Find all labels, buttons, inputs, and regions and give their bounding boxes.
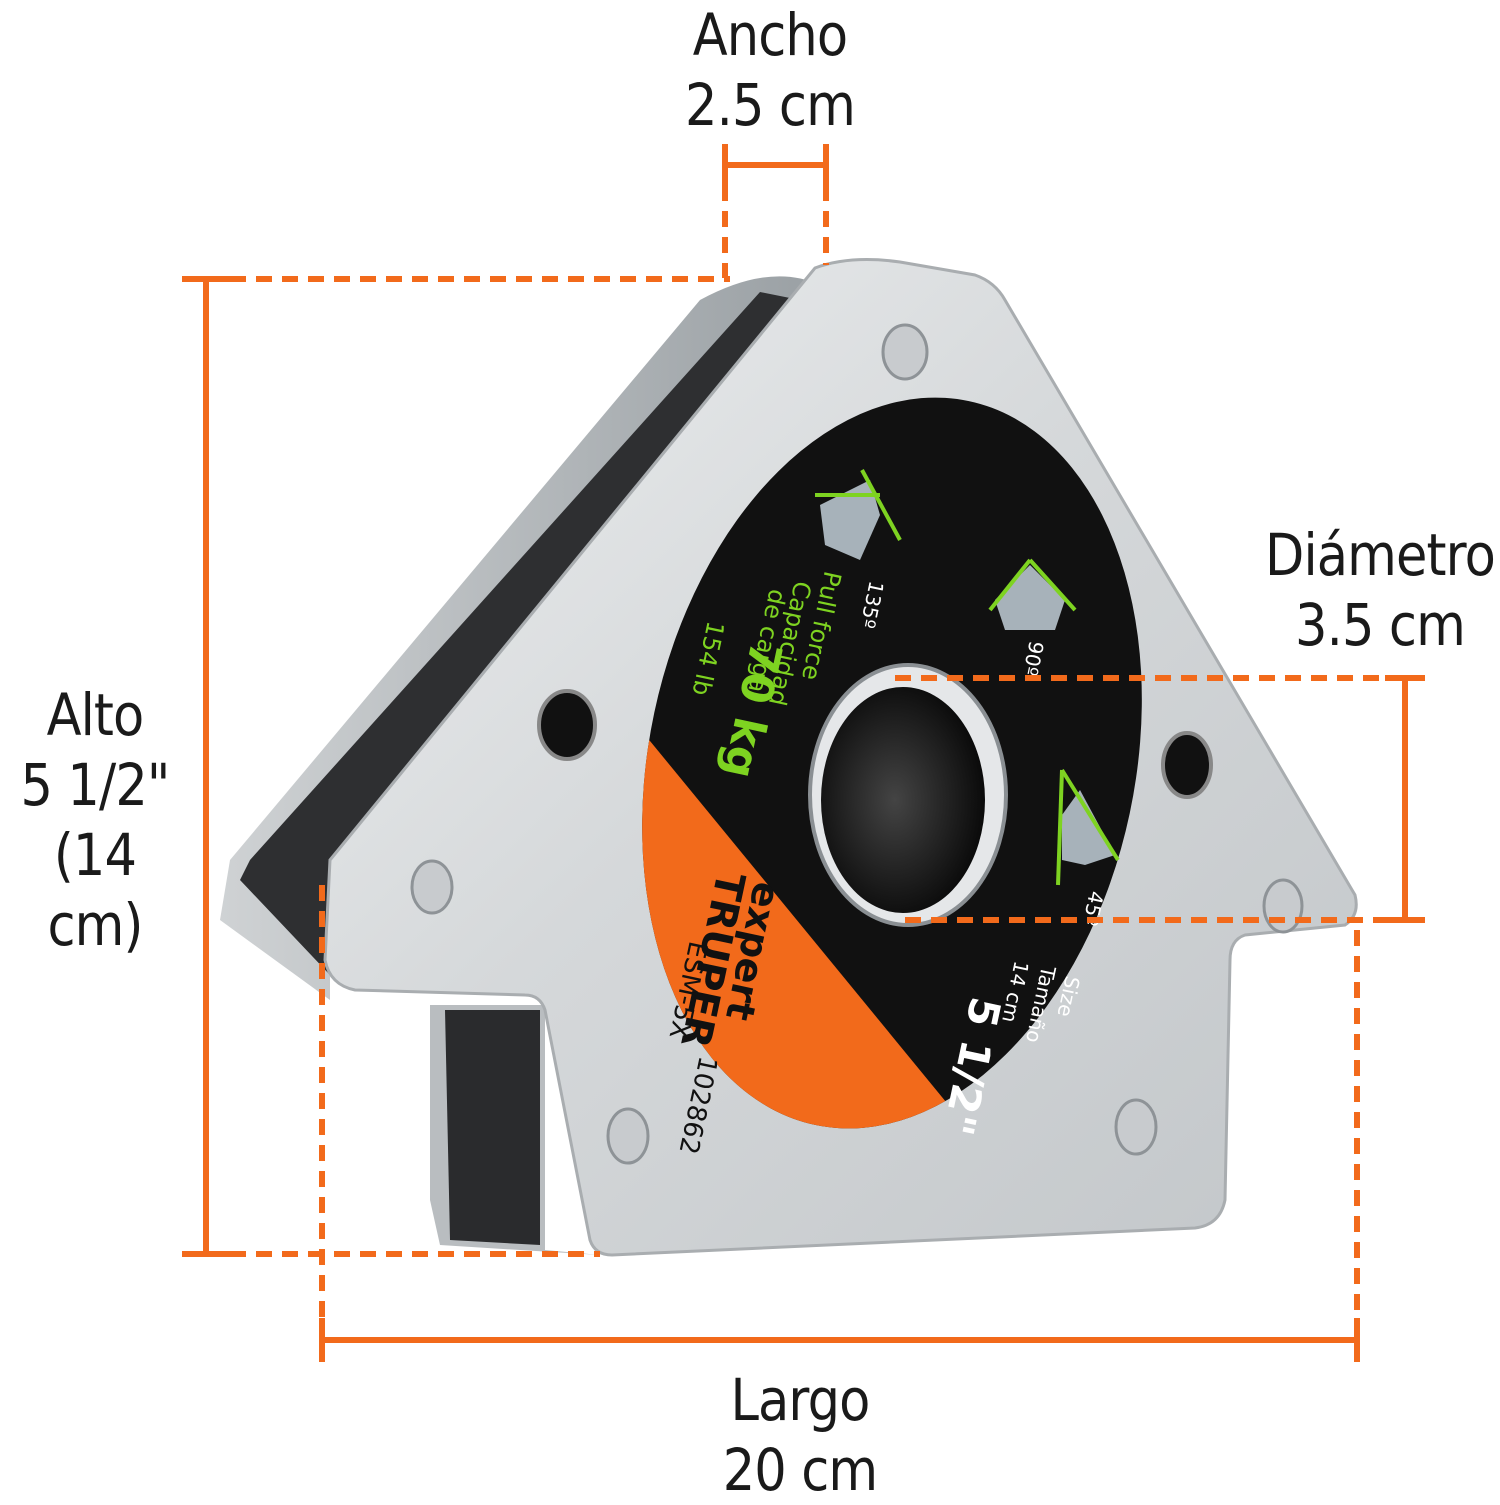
- largo-value: 20 cm: [722, 1436, 878, 1504]
- alto-value-metric: (14 cm): [47, 821, 143, 959]
- alto-dimension-line: [182, 276, 730, 1257]
- rivet-top: [881, 323, 929, 381]
- largo-dimension-line: [319, 885, 1360, 1362]
- mounting-holes: [537, 689, 1213, 799]
- alto-value: 5 1/2": [20, 751, 170, 819]
- angle-icon-90: [988, 558, 1077, 630]
- ancho-title: Ancho: [692, 1, 848, 69]
- diametro-label: Diámetro 3.5 cm: [1252, 520, 1500, 660]
- ancho-dimension-line: [722, 144, 829, 278]
- center-bore-hole: [821, 687, 985, 913]
- angle-icon-45: [1056, 768, 1120, 886]
- alto-title: Alto: [46, 681, 145, 749]
- diametro-title: Diámetro: [1265, 521, 1496, 589]
- ancho-label: Ancho 2.5 cm: [656, 0, 885, 140]
- ancho-value: 2.5 cm: [685, 71, 856, 139]
- largo-title: Largo: [730, 1366, 870, 1434]
- angle-icon-135: [815, 469, 902, 560]
- mounting-hole-left: [537, 689, 597, 761]
- rivet-right: [1262, 878, 1304, 934]
- diametro-value: 3.5 cm: [1295, 591, 1466, 659]
- largo-label: Largo 20 cm: [677, 1365, 923, 1505]
- alto-label: Alto 5 1/2" (14 cm): [3, 680, 188, 960]
- rivet-bottom-left: [606, 1107, 650, 1165]
- mounting-hole-right: [1161, 731, 1213, 799]
- dimension-lines: [182, 144, 1425, 1362]
- rivet-left: [410, 859, 454, 915]
- diametro-dimension-line: [895, 675, 1425, 923]
- rivet-bottom-right: [1114, 1098, 1158, 1156]
